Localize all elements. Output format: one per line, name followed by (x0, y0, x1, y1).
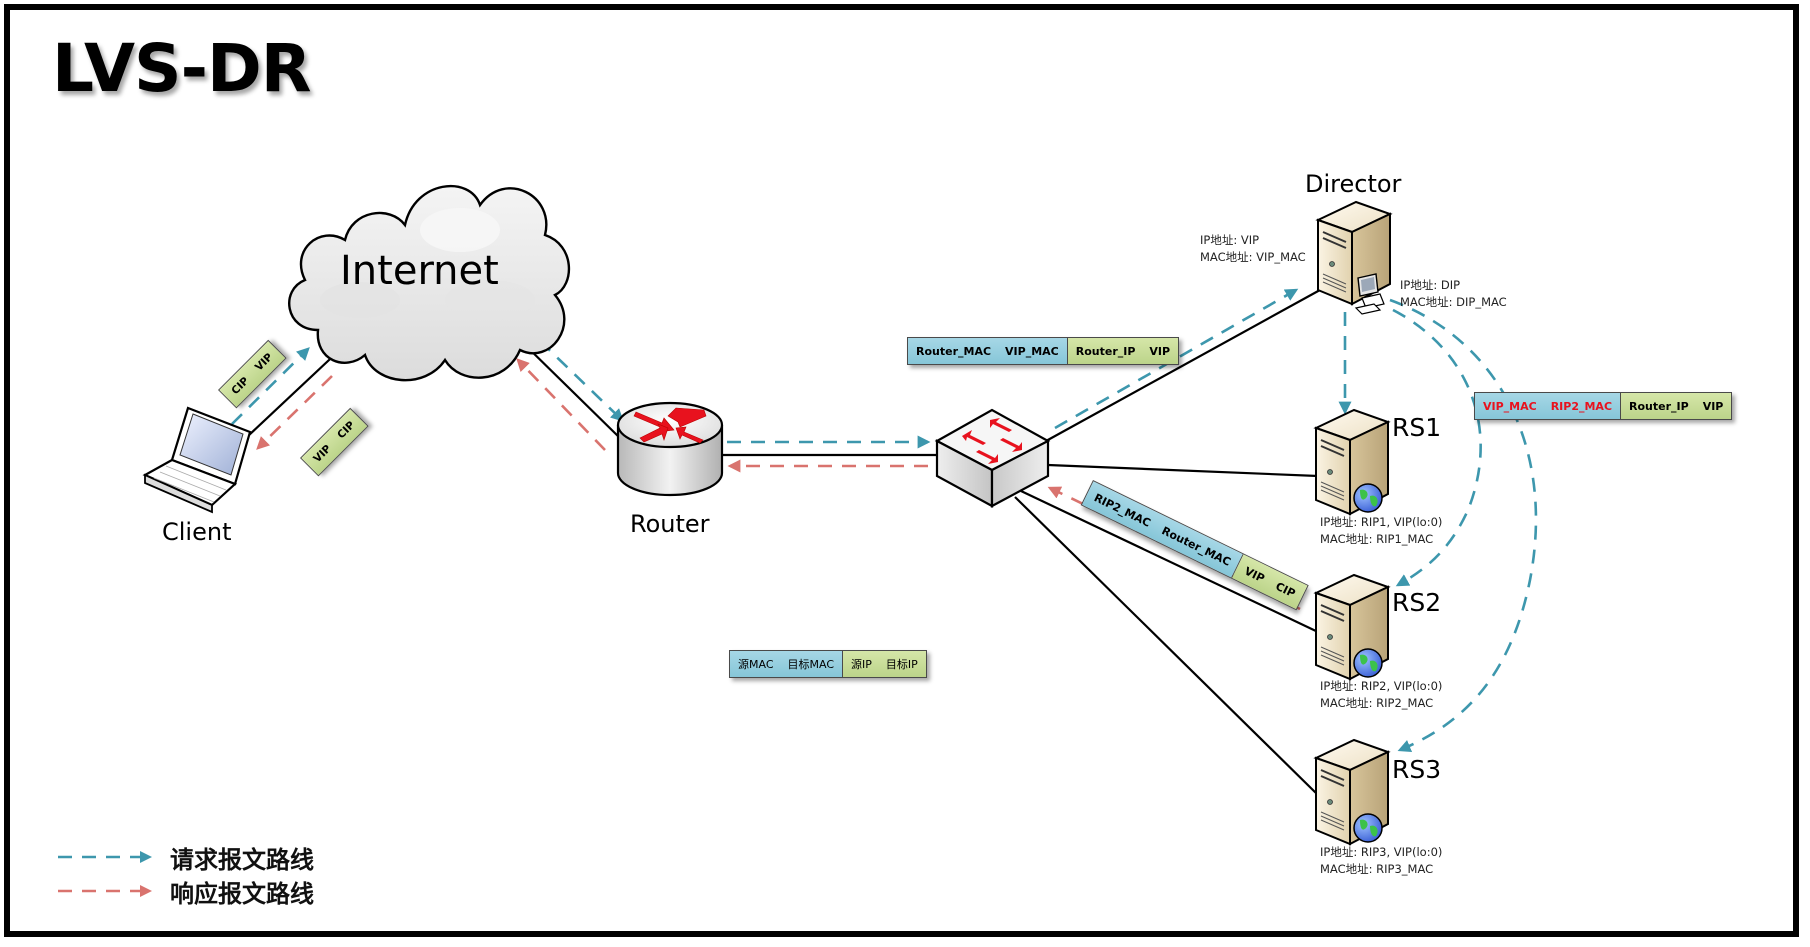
router-label: Router (630, 510, 710, 538)
rs3-address: IP地址: RIP3, VIP(lo:0) MAC地址: RIP3_MAC (1320, 844, 1442, 878)
director-dip-ip: IP地址: DIP (1400, 278, 1461, 292)
director-dip-address: IP地址: DIP MAC地址: DIP_MAC (1400, 277, 1507, 311)
router-icon (616, 401, 724, 497)
response-internet-to-client (256, 375, 333, 450)
packet-mac-field: 源MAC 目标MAC (730, 651, 844, 677)
link-switch-rs1 (1047, 463, 1319, 478)
src-mac: VIP_MAC (1483, 399, 1537, 413)
dst-ip: VIP (1702, 399, 1724, 413)
request-internet-to-router (539, 340, 624, 422)
rs2-mac: MAC地址: RIP2_MAC (1320, 696, 1434, 710)
internet-label: Internet (340, 248, 499, 294)
link-internet-router (519, 339, 623, 441)
request-path (231, 288, 1538, 752)
src-ip: VIP (1242, 564, 1267, 585)
red-dashed-arrow-icon (58, 885, 152, 897)
src-ip: 源IP (851, 658, 872, 671)
rs2-ip: IP地址: RIP2, VIP(lo:0) (1320, 679, 1443, 693)
packet-director-to-rs2: VIP_MAC RIP2_MAC Router_IP VIP (1474, 392, 1733, 420)
src-ip: Router_IP (1629, 399, 1689, 413)
rs1-mac: MAC地址: RIP1_MAC (1320, 532, 1434, 546)
dst-ip: CIP (335, 419, 358, 442)
legend-request-label: 请求报文路线 (170, 845, 314, 874)
rs1-label: RS1 (1392, 413, 1442, 442)
src-ip: CIP (229, 374, 252, 398)
dst-ip: 目标IP (885, 658, 918, 671)
director-vip-ip: IP地址: VIP (1200, 233, 1260, 247)
dst-ip: VIP (1149, 344, 1171, 358)
director-dip-mac: MAC地址: DIP_MAC (1400, 295, 1507, 309)
packet-mac-field: VIP_MAC RIP2_MAC (1475, 393, 1622, 419)
dst-mac: RIP2_MAC (1550, 399, 1613, 413)
dst-mac: 目标MAC (787, 658, 835, 671)
globe-icon (1353, 483, 1383, 513)
legend-item-response: 响应报文路线 (58, 874, 314, 908)
rs1-server-icon (1313, 408, 1391, 516)
rs3-mac: MAC地址: RIP3_MAC (1320, 862, 1434, 876)
rs3-server-icon (1313, 738, 1391, 846)
dst-ip: CIP (1273, 579, 1298, 600)
rs2-server-icon (1313, 573, 1391, 681)
link-switch-rs2 (1020, 490, 1319, 633)
client-label: Client (162, 518, 232, 546)
legend: 请求报文路线 响应报文路线 (58, 840, 314, 908)
link-switch-director (1045, 289, 1321, 442)
response-path (256, 358, 1301, 611)
link-switch-rs3 (1014, 496, 1319, 796)
legend-item-request: 请求报文路线 (58, 840, 314, 874)
packet-ip-field: 源IP 目标IP (843, 651, 926, 677)
diagram-frame (4, 4, 1799, 937)
request-director-to-rs3 (1389, 298, 1538, 752)
physical-links (247, 289, 1321, 796)
link-client-internet (247, 344, 346, 437)
packet-router-to-director: Router_MAC VIP_MAC Router_IP VIP (907, 337, 1180, 365)
blue-dashed-arrow-icon (58, 851, 152, 863)
rs1-address: IP地址: RIP1, VIP(lo:0) MAC地址: RIP1_MAC (1320, 514, 1442, 548)
dst-ip: VIP (252, 351, 276, 374)
switch-icon (934, 408, 1051, 508)
client-laptop-icon (142, 406, 252, 514)
rs3-ip: IP地址: RIP3, VIP(lo:0) (1320, 845, 1443, 859)
director-vip-mac: MAC地址: VIP_MAC (1200, 250, 1306, 264)
rs1-ip: IP地址: RIP1, VIP(lo:0) (1320, 515, 1443, 529)
packet-ip-field: Router_IP VIP (1067, 338, 1179, 364)
rs2-address: IP地址: RIP2, VIP(lo:0) MAC地址: RIP2_MAC (1320, 678, 1442, 712)
globe-icon (1353, 648, 1383, 678)
diagram-title: LVS-DR (52, 30, 312, 107)
packet-mac-field: Router_MAC VIP_MAC (908, 338, 1068, 364)
src-ip: Router_IP (1075, 344, 1136, 358)
rs3-label: RS3 (1392, 755, 1442, 784)
src-mac: Router_MAC (916, 344, 992, 358)
director-vip-address: IP地址: VIP MAC地址: VIP_MAC (1200, 232, 1306, 266)
internet-cloud-icon (288, 184, 570, 382)
dst-mac: VIP_MAC (1005, 344, 1059, 358)
src-ip: VIP (311, 442, 334, 466)
rs2-label: RS2 (1392, 588, 1442, 617)
director-server-icon (1315, 200, 1393, 315)
request-client-to-internet (231, 347, 310, 425)
response-router-to-internet (516, 358, 606, 451)
globe-icon (1353, 813, 1383, 843)
legend-response-label: 响应报文路线 (170, 879, 314, 908)
packet-format-key: 源MAC 目标MAC 源IP 目标IP (729, 650, 927, 678)
director-label: Director (1305, 170, 1402, 198)
src-mac: 源MAC (738, 658, 774, 671)
packet-ip-field: Router_IP VIP (1621, 393, 1732, 419)
